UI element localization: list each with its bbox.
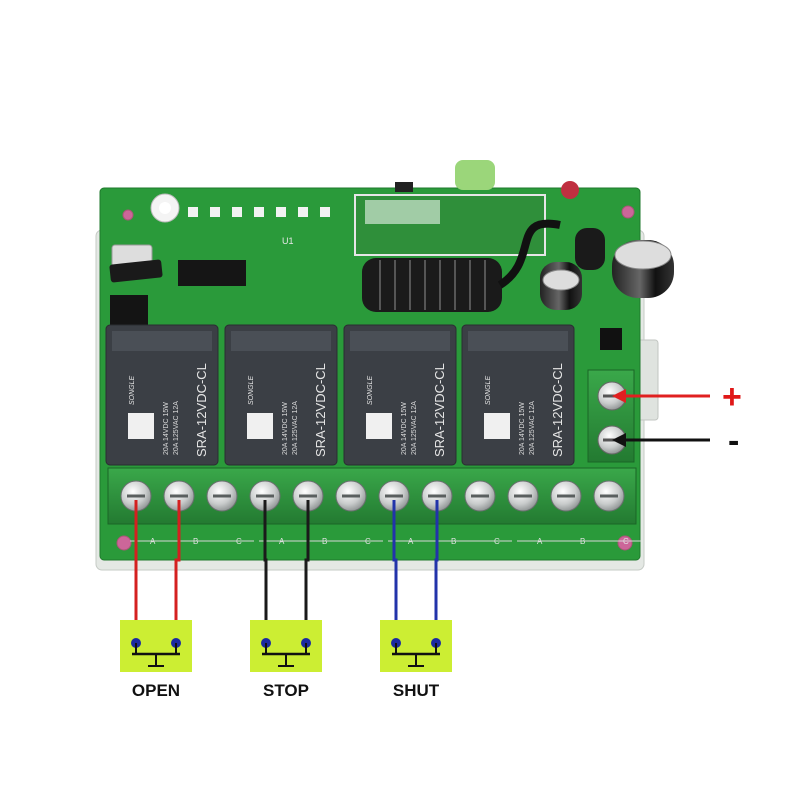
relay-2-brand: SONGLE	[248, 375, 255, 405]
switch-boxes: OPEN STOP SHUT	[120, 620, 452, 700]
relay-3-model: SRA-12VDC-CL	[432, 363, 447, 457]
relay-2-rating-2: 20A 125VAC 12A	[292, 401, 299, 455]
stop-label: STOP	[263, 681, 309, 700]
relay-2-logo	[247, 413, 273, 439]
mount-hole-l	[122, 209, 134, 221]
shut-wire-b	[434, 500, 439, 642]
relay-2-model: SRA-12VDC-CL	[313, 363, 328, 457]
relay-4-model: SRA-12VDC-CL	[550, 363, 565, 457]
capacitor-small-top	[542, 269, 580, 291]
coil-antenna	[362, 219, 561, 312]
relay-1-brand: SONGLE	[129, 375, 136, 405]
mount-hole-tl-center	[159, 202, 171, 214]
relay-1-logo	[128, 413, 154, 439]
mount-hole-tr	[621, 205, 635, 219]
relay-3-brand: SONGLE	[367, 375, 374, 405]
mount-hole-br	[617, 535, 633, 551]
relay-4-top	[468, 331, 568, 351]
stop-wire-b	[304, 500, 310, 642]
relay-1-rating-1: 20A 14VDC 15W	[163, 402, 170, 455]
relay-4-rating-2: 20A 125VAC 12A	[529, 401, 536, 455]
relay-3-rating-2: 20A 125VAC 12A	[411, 401, 418, 455]
relay-1-top	[112, 331, 212, 351]
minus-label: -	[728, 422, 739, 460]
chip-label: U1	[282, 236, 294, 246]
small-regulator	[110, 295, 148, 327]
open-label: OPEN	[132, 681, 180, 700]
relay-4-rating-1: 20A 14VDC 15W	[519, 402, 526, 455]
output-terminal-strip	[107, 467, 637, 525]
antenna-connector	[455, 160, 495, 190]
terminal-screws	[120, 480, 625, 512]
switch-wires	[134, 500, 439, 642]
capacitor-mid	[575, 228, 605, 270]
ic-chip	[178, 260, 246, 286]
relay-3-top	[350, 331, 450, 351]
terminal-abc-labels: ABCABCABCABC	[130, 537, 641, 546]
relay-3-logo	[366, 413, 392, 439]
shut-wire-a	[392, 500, 398, 642]
relay-3-rating-1: 20A 14VDC 15W	[401, 402, 408, 455]
minus-arrow-head	[612, 433, 626, 447]
capacitor-large-top	[614, 240, 672, 270]
relay-4-logo	[484, 413, 510, 439]
top-pads	[188, 207, 330, 217]
diode-black	[109, 259, 163, 283]
transistor	[600, 328, 622, 350]
led-indicator	[561, 181, 579, 199]
relay-2-top	[231, 331, 331, 351]
open-wire-b	[174, 500, 181, 642]
rf-module-pins	[365, 200, 440, 224]
mount-hole-bl	[116, 535, 132, 551]
switch-black	[395, 182, 413, 192]
relay-4-brand: SONGLE	[485, 375, 492, 405]
relay-1-model: SRA-12VDC-CL	[194, 363, 209, 457]
relay-2-rating-1: 20A 14VDC 15W	[282, 402, 289, 455]
plus-arrow-head	[612, 389, 626, 403]
plus-label: +	[722, 378, 742, 416]
stop-wire-a	[263, 500, 268, 642]
relay-1-rating-2: 20A 125VAC 12A	[173, 401, 180, 455]
shut-label: SHUT	[393, 681, 440, 700]
